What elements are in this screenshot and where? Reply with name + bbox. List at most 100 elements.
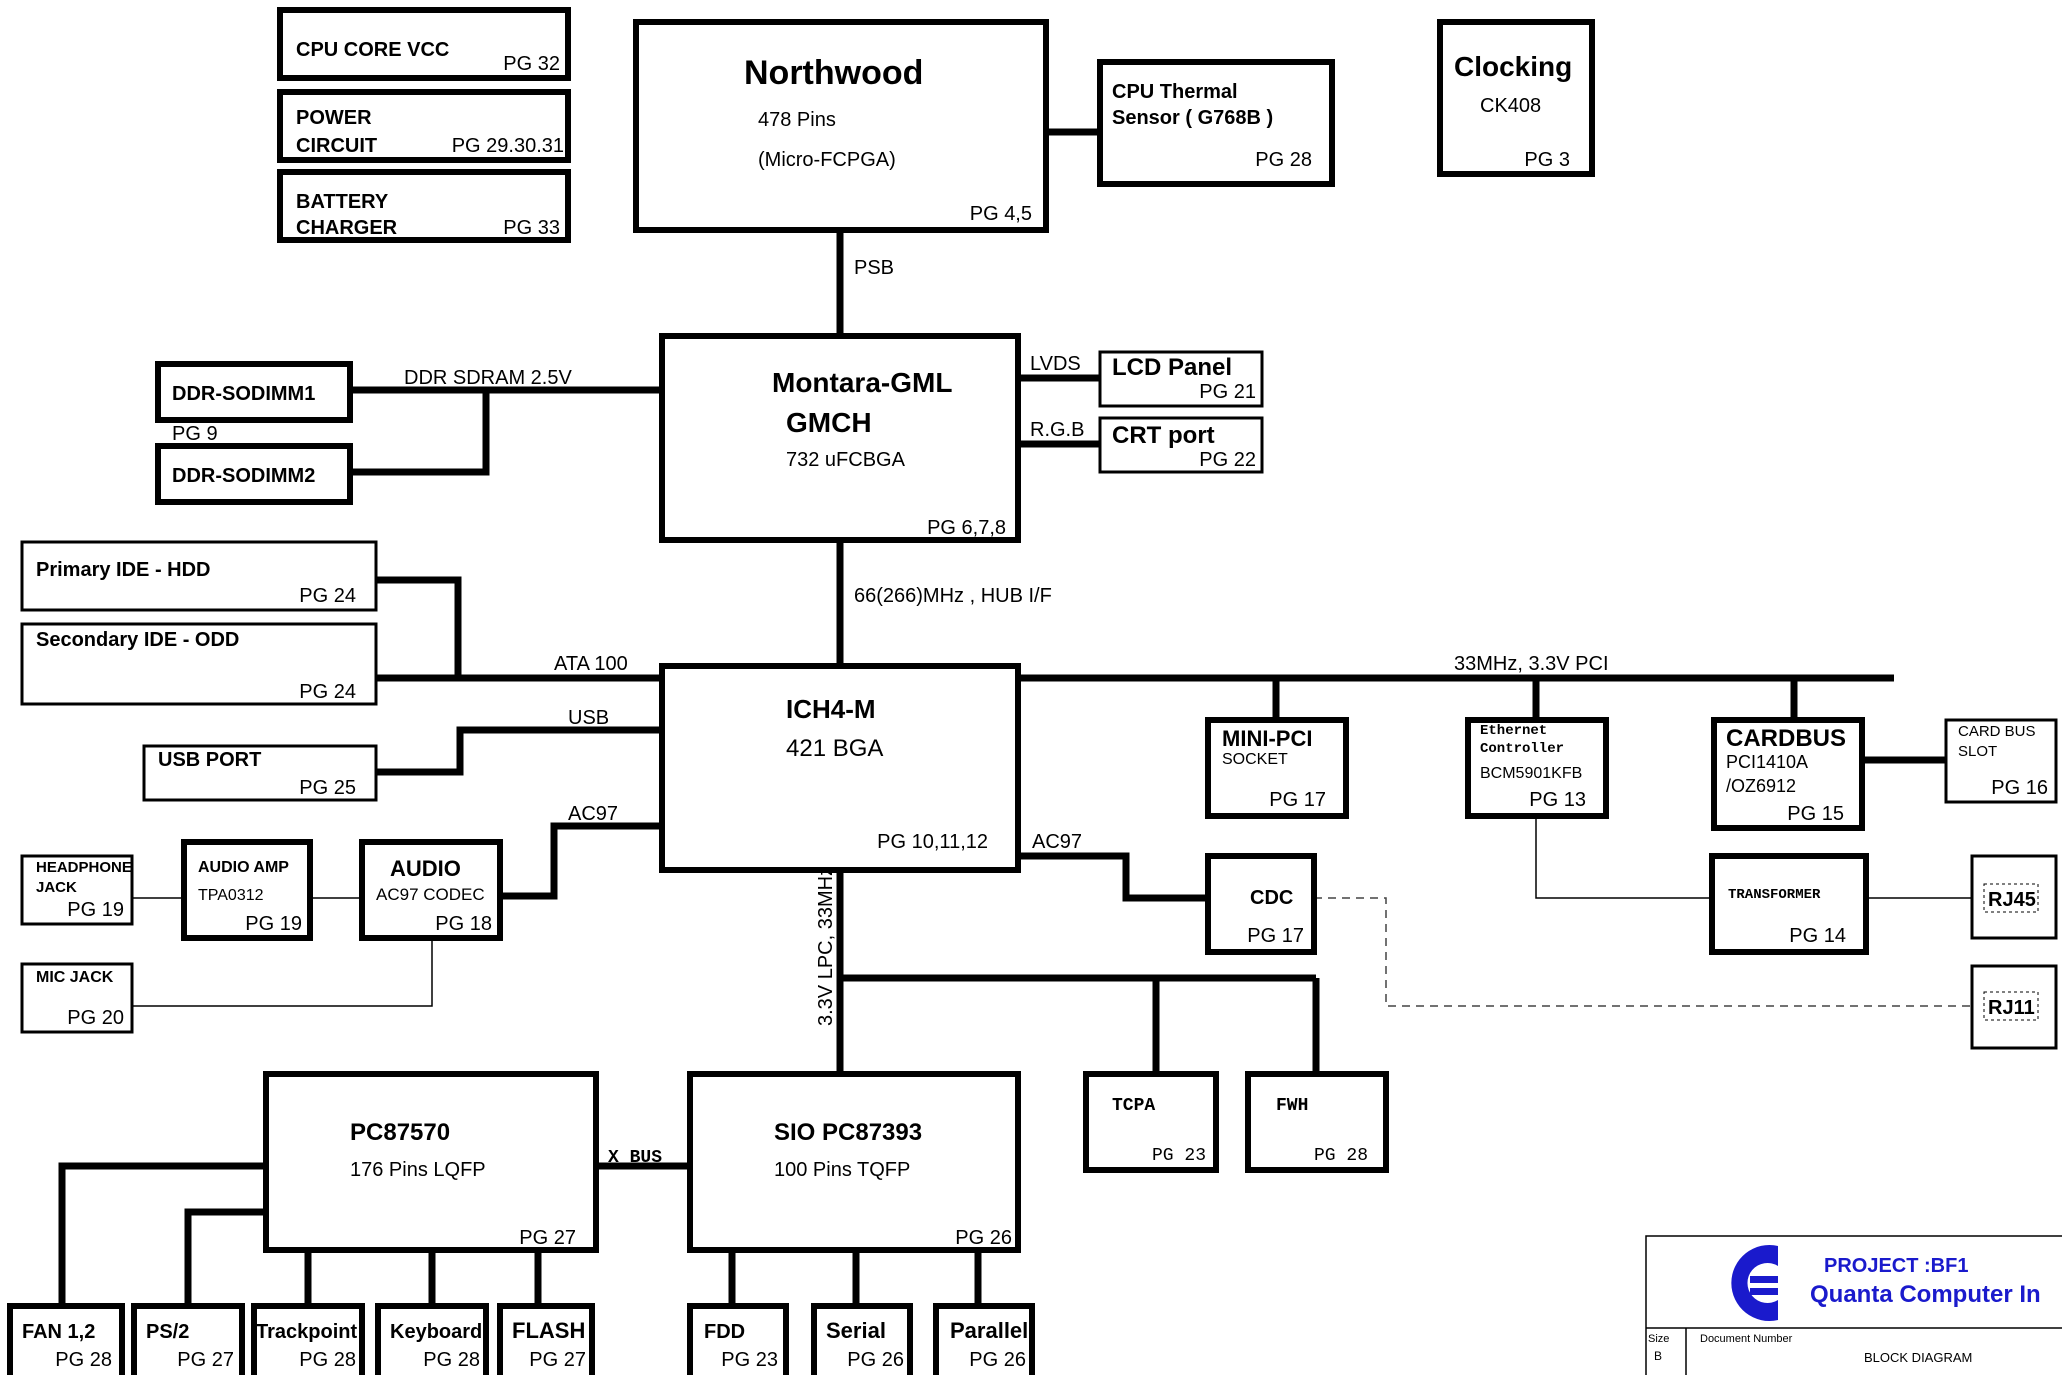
sio-package: 100 Pins TQFP	[774, 1159, 910, 1181]
ddr-bus-branch	[350, 390, 490, 476]
flash-box: FLASH PG 27	[497, 1303, 595, 1375]
mic-jack-box: MIC JACK PG 20	[20, 962, 134, 1034]
gmch-title2: GMCH	[786, 407, 872, 438]
usb-label: USB	[568, 707, 609, 729]
usb-port-box: USB PORT PG 25	[142, 744, 378, 802]
ethernet-line2: Controller	[1480, 741, 1564, 757]
lcd-pg: PG 21	[1199, 381, 1256, 403]
fwh-pg: PG 28	[1314, 1146, 1368, 1166]
northwood-package: (Micro-FCPGA)	[758, 149, 896, 171]
northwood-title: Northwood	[744, 54, 923, 92]
cpu-core-vcc-pg: PG 32	[503, 53, 560, 75]
thin-links	[132, 818, 1972, 1007]
tcpa-pg: PG 23	[1152, 1146, 1206, 1166]
tcpa-name: TCPA	[1112, 1096, 1155, 1116]
primary-ide-name: Primary IDE - HDD	[36, 559, 211, 581]
gmch-box: Montara-GML GMCH 732 uFCBGA PG 6,7,8	[659, 333, 1021, 543]
pc87570-box: PC87570 176 Pins LQFP PG 27	[263, 1071, 599, 1253]
transformer-name: TRANSFORMER	[1728, 887, 1821, 903]
rj11-box: RJ11	[1970, 964, 2058, 1050]
cardbus-box: CARDBUS PCI1410A /OZ6912 PG 15	[1711, 717, 1865, 831]
ich4-pg: PG 10,11,12	[877, 831, 988, 853]
power-circuit-line2: CIRCUIT	[296, 135, 377, 157]
primary-ide-pg: PG 24	[299, 585, 356, 607]
cardbus-slot-pg: PG 16	[1991, 777, 2048, 799]
gmch-title1: Montara-GML	[772, 367, 952, 398]
serial-name: Serial	[826, 1318, 886, 1343]
mic-link	[132, 936, 433, 1007]
cardbus-chip1: PCI1410A	[1726, 752, 1808, 772]
serial-pg: PG 26	[847, 1349, 904, 1371]
keyboard-pg: PG 28	[423, 1349, 480, 1371]
rj11-label: RJ11	[1988, 997, 2035, 1019]
headphone-line1: HEADPHONE	[36, 859, 132, 876]
audio-amp-box: AUDIO AMP TPA0312 PG 19	[181, 839, 313, 941]
lcd-panel-box: LCD Panel PG 21	[1098, 350, 1264, 408]
fwh-box: FWH PG 28	[1245, 1071, 1389, 1173]
battery-charger-box: BATTERY CHARGER PG 33	[277, 169, 571, 243]
cdc-rj11-link	[1314, 897, 1972, 1007]
ich4-box: ICH4-M 421 BGA PG 10,11,12	[659, 663, 1021, 873]
headphone-pg: PG 19	[67, 899, 124, 921]
power-circuit-line1: POWER	[296, 107, 372, 129]
northwood-cpu-box: Northwood 478 Pins (Micro-FCPGA) PG 4,5	[633, 19, 1049, 233]
battery-charger-line2: CHARGER	[296, 217, 398, 239]
pc87570-title: PC87570	[350, 1119, 450, 1146]
ps2-name: PS/2	[146, 1321, 189, 1343]
usb-port-pg: PG 25	[299, 777, 356, 799]
mic-jack-pg: PG 20	[67, 1007, 124, 1029]
northwood-pins: 478 Pins	[758, 109, 836, 131]
ethernet-controller-box: Ethernet Controller BCM5901KFB PG 13	[1465, 717, 1609, 819]
document-title: BLOCK DIAGRAM	[1864, 1350, 1972, 1365]
secondary-ide-box: Secondary IDE - ODD PG 24	[20, 622, 378, 706]
project-label: PROJECT :BF1	[1824, 1255, 1968, 1277]
ps2-line	[184, 1208, 266, 1314]
sio-pg: PG 26	[955, 1227, 1012, 1249]
ps2-box: PS/2 PG 27	[131, 1303, 245, 1375]
clocking-box: Clocking CK408 PG 3	[1437, 19, 1595, 177]
fan-name: FAN 1,2	[22, 1321, 95, 1343]
ata-label: ATA 100	[554, 653, 628, 675]
crt-name: CRT port	[1112, 422, 1215, 449]
quanta-logo-icon	[1731, 1245, 1778, 1321]
ethernet-pg: PG 13	[1529, 789, 1586, 811]
pc87570-pg: PG 27	[519, 1227, 576, 1249]
ps2-pg: PG 27	[177, 1349, 234, 1371]
sio-title: SIO PC87393	[774, 1119, 922, 1146]
mini-pci-sub: SOCKET	[1222, 751, 1288, 768]
battery-charger-line1: BATTERY	[296, 191, 389, 213]
document-number-label: Document Number	[1700, 1333, 1793, 1345]
lcd-name: LCD Panel	[1112, 354, 1232, 381]
power-circuit-pg: PG 29.30.31	[452, 135, 564, 157]
crt-port-box: CRT port PG 22	[1098, 416, 1264, 474]
primary-ide-box: Primary IDE - HDD PG 24	[20, 540, 378, 612]
sodimm2-box: DDR-SODIMM2	[155, 443, 353, 505]
usb-port-name: USB PORT	[158, 749, 261, 771]
sodimm2-name: DDR-SODIMM2	[172, 465, 315, 487]
rj45-box: RJ45	[1970, 854, 2058, 940]
title-block: PROJECT :BF1 Quanta Computer In Size B D…	[1645, 1235, 2062, 1375]
ac97-left-label: AC97	[568, 803, 618, 825]
fdd-pg: PG 23	[721, 1349, 778, 1371]
xbus-label: X BUS	[608, 1148, 662, 1168]
audio-amp-name: AUDIO AMP	[198, 859, 289, 876]
tcpa-box: TCPA PG 23	[1083, 1071, 1219, 1173]
audio-chip: AC97 CODEC	[376, 885, 485, 904]
bus-lines	[58, 228, 1946, 1314]
ethernet-line1: Ethernet	[1480, 723, 1547, 739]
usb-bus	[376, 726, 662, 776]
trackpoint-pg: PG 28	[299, 1349, 356, 1371]
serial-box: Serial PG 26	[811, 1303, 913, 1375]
parallel-pg: PG 26	[969, 1349, 1026, 1371]
secondary-ide-name: Secondary IDE - ODD	[36, 629, 239, 651]
lpc-label: 3.3V LPC, 33MHz	[815, 866, 837, 1026]
trackpoint-name: Trackpoint	[256, 1321, 357, 1343]
audio-codec-box: AUDIO AC97 CODEC PG 18	[359, 839, 503, 941]
trackpoint-box: Trackpoint PG 28	[251, 1303, 365, 1375]
ich4-title: ICH4-M	[786, 694, 876, 724]
audio-name: AUDIO	[390, 856, 461, 881]
mini-pci-pg: PG 17	[1269, 789, 1326, 811]
thermal-line2: Sensor ( G768B )	[1112, 107, 1273, 129]
rj45-label: RJ45	[1988, 889, 2036, 911]
